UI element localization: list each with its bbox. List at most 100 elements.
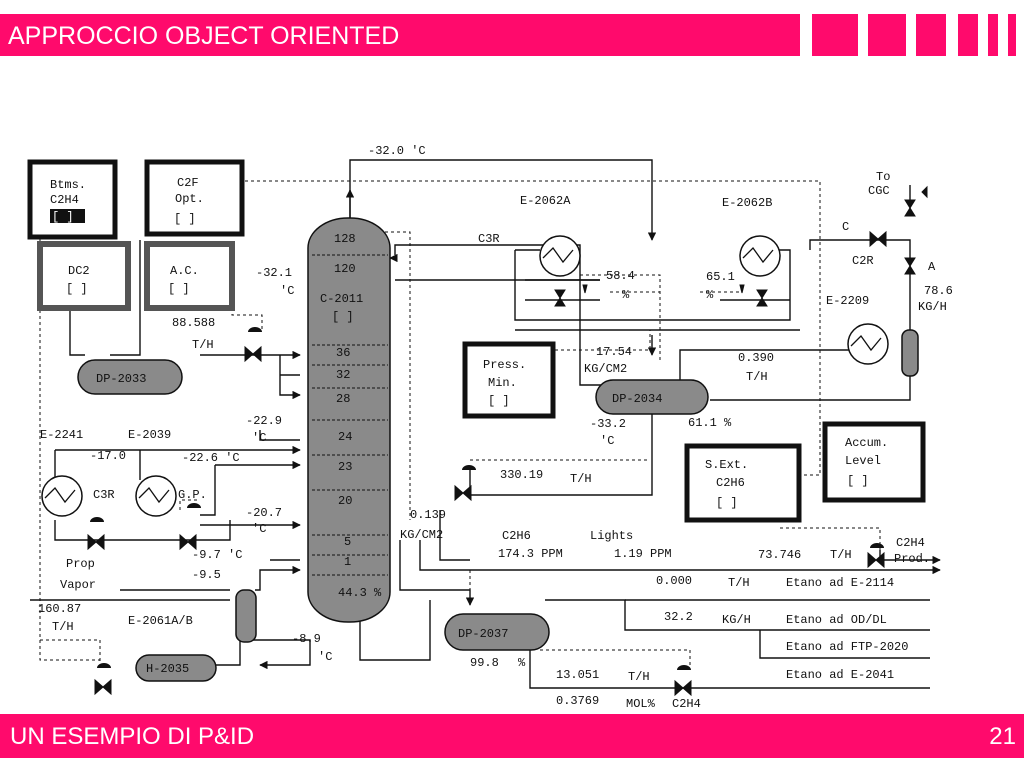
flow-13051-unit: T/H [628,670,650,684]
panel-btms-line3: [ ] [52,210,74,224]
press-value: 17.54 [596,345,632,359]
drum-dp2033 [77,359,183,395]
panel-press-line2: Min. [488,376,517,390]
value-c2h6: 174.3 PPM [498,547,563,561]
tray-5: 5 [344,535,351,549]
label-c3r-top: C3R [478,232,500,246]
valve-c-label: C [842,220,849,234]
value-651: 65.1 [706,270,735,284]
label-etano-2114: Etano ad E-2114 [786,576,894,590]
valve-a-label: A [928,260,936,274]
flow-322: 32.2 [664,610,693,624]
exchanger-e2061 [235,589,257,643]
temp-170: -17.0 [90,449,126,463]
tray-23: 23 [338,460,352,474]
top-temp: -32.0 'C [368,144,426,158]
temp-229-unit: 'C [252,431,266,445]
flow-13051: 13.051 [556,668,599,682]
flow-0390: 0.390 [738,351,774,365]
label-c2h6: C2H6 [502,529,531,543]
panel-ac-line2: [ ] [168,282,190,296]
panel-sext-line3: [ ] [716,496,738,510]
exchanger-e2241 [41,475,83,517]
tray-24: 24 [338,430,352,444]
exchanger-e2039 [135,475,177,517]
label-e2039: E-2039 [128,428,171,442]
panel-accum-line3: [ ] [847,474,869,488]
label-c2h4-prod1: C2H4 [896,536,925,550]
page-number: 21 [989,723,1016,750]
temp-332-unit: 'C [600,434,614,448]
pct-611: 61.1 % [688,416,732,430]
press-unit: KG/CM2 [584,362,627,376]
kg-786: 78.6 [924,284,953,298]
column-tag: C-2011 [320,292,363,306]
panel-btms [27,159,118,240]
panel-dc2 [37,241,131,311]
tray-128: 128 [334,232,356,246]
flow-88588: 88.588 [172,316,215,330]
value-584: 58.4 [606,269,635,283]
temp-229: -22.9 [246,414,282,428]
temp-321-unit: 'C [280,284,294,298]
label-c2r: C2R [852,254,874,268]
footer-title: UN ESEMPIO DI P&ID [10,723,255,750]
label-to: To [876,170,890,184]
mol-3769: 0.3769 [556,694,599,708]
panel-sext [684,443,802,523]
temp-97: -9.7 'C [192,548,242,562]
panel-ac-line1: A.C. [170,264,199,278]
temp-207: -20.7 [246,506,282,520]
label-dp2034: DP-2034 [612,392,662,406]
temp-321: -32.1 [256,266,292,280]
label-lights: Lights [590,529,633,543]
exchanger-e2062b [739,235,781,277]
header-deco-block-5 [988,14,998,56]
vessel-right [901,329,919,377]
pct-b: % [706,288,714,302]
panel-ac [144,241,235,311]
pct-a: % [622,288,630,302]
flow-16087: 160.87 [38,602,81,616]
label-etano-oddl: Etano ad OD/DL [786,613,887,627]
d-139-unit: KG/CM2 [400,528,443,542]
header-deco-block-3 [916,14,946,56]
panel-sext-line1: S.Ext. [705,458,748,472]
flow-0390-unit: T/H [746,370,768,384]
tray-28: 28 [336,392,350,406]
pct-998: 99.8 [470,656,499,670]
tray-1: 1 [344,555,351,569]
label-cgc: CGC [868,184,890,198]
label-h2035: H-2035 [146,662,189,676]
header-deco-block-2 [868,14,906,56]
temp-207-unit: 'C [252,522,266,536]
temp-89: -8.9 [292,632,321,646]
tray-20: 20 [338,494,352,508]
btms-indicator [50,209,85,223]
label-c3r-low: C3R [93,488,115,502]
mol-unit: MOL% [626,697,656,711]
label-dp2033: DP-2033 [96,372,146,386]
label-gp: G.P. [178,488,207,502]
panel-c2f-line1: C2F [177,176,199,190]
flow-16087-unit: T/H [52,620,74,634]
flow-73746: 73.746 [758,548,801,562]
panel-c2f-line3: [ ] [174,212,196,226]
value-lights: 1.19 PPM [614,547,672,561]
label-dp2037: DP-2037 [458,627,508,641]
footer-bar: UN ESEMPIO DI P&ID 21 [0,714,1024,758]
label-etano-ftp: Etano ad FTP-2020 [786,640,908,654]
d-139: 0.139 [410,508,446,522]
panel-sext-line2: C2H6 [716,476,745,490]
flow-73746-unit: T/H [830,548,852,562]
mol-c2h4: C2H4 [672,697,701,711]
pct-998-unit: % [518,656,526,670]
flow-88588-unit: T/H [192,338,214,352]
tray-32: 32 [336,368,350,382]
label-prop: Prop [66,557,95,571]
header-bar: APPROCCIO OBJECT ORIENTED [0,14,800,56]
panel-dc2-line2: [ ] [66,282,88,296]
label-e2241: E-2241 [40,428,83,442]
panel-press-line3: [ ] [488,394,510,408]
